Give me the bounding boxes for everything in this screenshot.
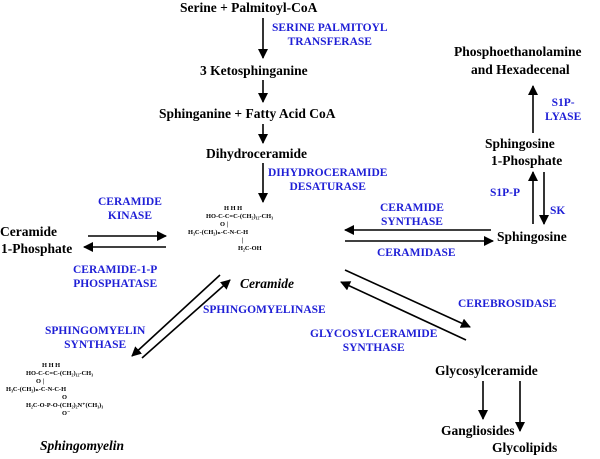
- structure-line: H₂C-OH: [238, 245, 262, 252]
- enzyme-label-line2: KINASE: [107, 210, 152, 222]
- enzyme-label-line1: CERAMIDE: [380, 202, 444, 214]
- enzyme-glycosylceramide-synthase: GLYCOSYLCERAMIDE SYNTHASE: [310, 327, 437, 355]
- structure-line: O: [62, 394, 67, 401]
- metabolite-gangliosides: Gangliosides: [441, 423, 515, 438]
- enzyme-dihydroceramide-desaturase: DIHYDROCERAMIDE DESATURASE: [268, 166, 387, 194]
- enzyme-cerebrosidase: CEREBROSIDASE: [458, 298, 557, 310]
- metabolite-sphingosine: Sphingosine: [497, 229, 567, 244]
- enzyme-label-line1: SPHINGOMYELIN: [45, 325, 146, 337]
- metabolite-sphinganine-fatty-acid-coa: Sphinganine + Fatty Acid CoA: [159, 106, 336, 121]
- enzyme-label-line1: DIHYDROCERAMIDE: [268, 167, 388, 179]
- enzyme-s1p-lyase: S1P- LYASE: [545, 96, 581, 124]
- structure-line: O |: [220, 221, 228, 228]
- metabolite-dihydroceramide: Dihydroceramide: [206, 146, 307, 161]
- metabolite-phosphoethanolamine-line1: Phosphoethanolamine: [454, 44, 582, 59]
- metabolite-3-ketosphinganine: 3 Ketosphinganine: [200, 63, 308, 78]
- enzyme-label-line2: PHOSPHATASE: [73, 278, 158, 290]
- enzyme-label-line1: CERAMIDE-1-P: [73, 264, 158, 276]
- structure-line: H₂C-O-P-O-(CH₂)₂N⁺(CH₃)₃: [26, 402, 104, 409]
- metabolite-hexadecenal-line2: and Hexadecenal: [471, 62, 570, 77]
- enzyme-ceramide-synthase: CERAMIDE SYNTHASE: [380, 201, 444, 229]
- structure-line: O |: [36, 378, 44, 385]
- enzyme-ceramide-1p-phosphatase: CERAMIDE-1-P PHOSPHATASE: [73, 263, 157, 291]
- enzyme-label-line1: CERAMIDE: [98, 196, 162, 208]
- enzyme-label-line2: SYNTHASE: [342, 342, 405, 354]
- enzyme-label-line2: TRANSFERASE: [287, 36, 372, 48]
- metabolite-ceramide: Ceramide: [240, 276, 294, 291]
- metabolite-serine-palmitoyl-coa: Serine + Palmitoyl-CoA: [180, 0, 318, 15]
- metabolite-ceramide-1-phosphate-line2: 1-Phosphate: [1, 241, 73, 256]
- enzyme-label-line2: SYNTHASE: [64, 339, 127, 351]
- structure-line: H₃C-(CH₂)ₙ-C-N-C-H: [6, 386, 67, 393]
- structure-line: H₃C-(CH₂)ₙ-C-N-C-H: [188, 229, 249, 236]
- enzyme-ceramidase: CERAMIDASE: [377, 247, 456, 259]
- enzyme-label-line1: S1P-: [551, 97, 575, 109]
- enzyme-label-line2: SYNTHASE: [380, 216, 443, 228]
- enzyme-ceramide-kinase: CERAMIDE KINASE: [98, 195, 162, 223]
- structure-line: HO-C-C=C-(CH₂)₁₂-CH₃: [206, 213, 274, 220]
- arrow-ceramide-to-sphingomyelin: [131, 274, 221, 357]
- structure-line: O⁻: [62, 410, 71, 417]
- structure-line: H H H: [42, 362, 61, 369]
- metabolite-sphingomyelin: Sphingomyelin: [40, 438, 125, 453]
- structure-line: HO-C-C=C-(CH₂)₁₂-CH₃: [26, 370, 94, 377]
- arrow-sphingomyelin-to-ceramide: [141, 279, 231, 359]
- metabolite-glycolipids: Glycolipids: [492, 440, 558, 455]
- enzyme-sphingosine-kinase: SK: [550, 205, 566, 217]
- metabolite-sphingosine-1-phosphate-line2: 1-Phosphate: [491, 153, 563, 168]
- enzyme-label-line1: SERINE PALMITOYL: [272, 22, 388, 34]
- structure-line: H H H: [224, 205, 243, 212]
- enzyme-sphingomyelinase: SPHINGOMYELINASE: [203, 304, 326, 316]
- enzyme-label-line1: GLYCOSYLCERAMIDE: [310, 328, 438, 340]
- metabolite-ceramide-1-phosphate-line1: Ceramide: [0, 224, 57, 239]
- metabolite-sphingosine-1-phosphate-line1: Sphingosine: [485, 136, 555, 151]
- arrow-ceramide-to-glycosylceramide: [344, 269, 471, 328]
- metabolite-glycosylceramide: Glycosylceramide: [435, 363, 538, 378]
- arrow-glycosylceramide-to-ceramide: [340, 281, 467, 341]
- enzyme-label-line2: DESATURASE: [289, 181, 366, 193]
- ceramide-structure: H H H HO-C-C=C-(CH₂)₁₂-CH₃ O | H₃C-(CH₂)…: [188, 205, 273, 253]
- enzyme-sphingomyelin-synthase: SPHINGOMYELIN SYNTHASE: [45, 324, 145, 352]
- structure-line: |: [242, 237, 244, 244]
- enzyme-s1p-phosphatase: S1P-P: [490, 187, 521, 199]
- sphingomyelin-structure: H H H HO-C-C=C-(CH₂)₁₂-CH₃ O | H₃C-(CH₂)…: [6, 362, 103, 418]
- enzyme-label-line2: LYASE: [545, 111, 582, 123]
- enzyme-serine-palmitoyl-transferase: SERINE PALMITOYL TRANSFERASE: [272, 21, 388, 49]
